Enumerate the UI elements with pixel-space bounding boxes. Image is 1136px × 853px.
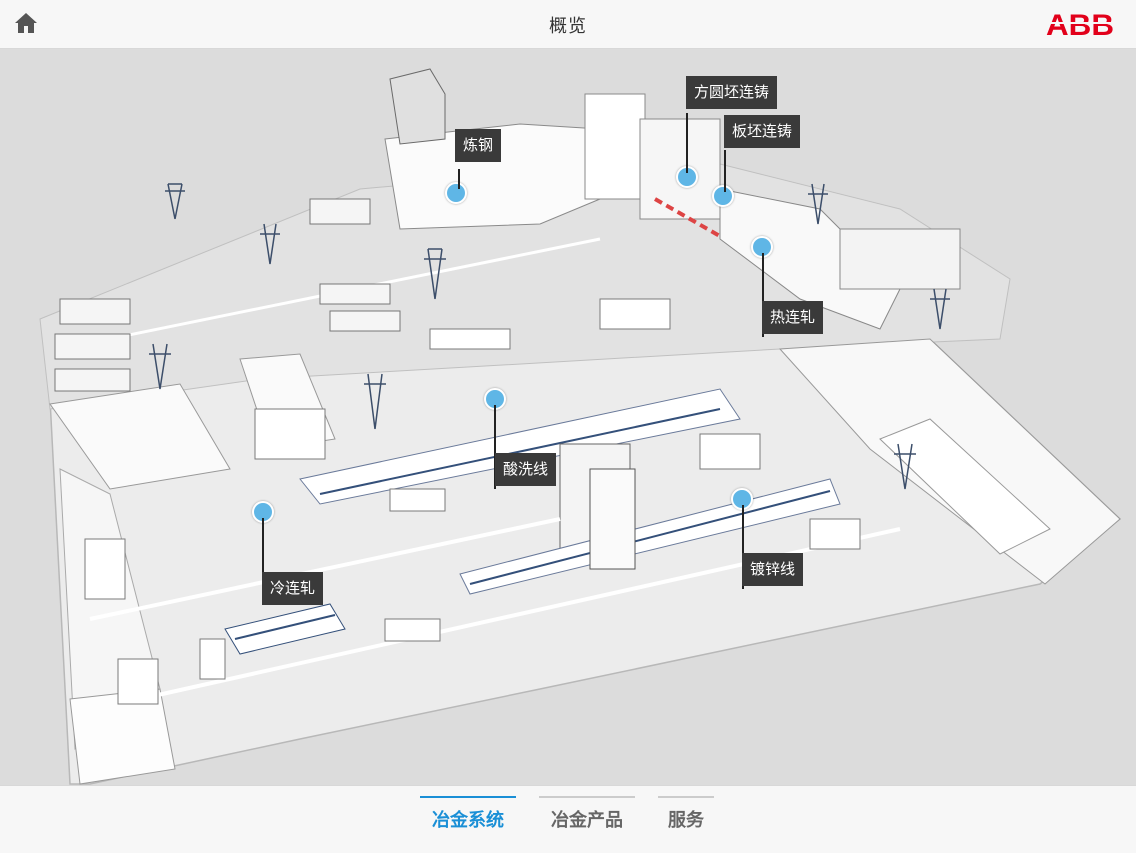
leader-hot-rolling (762, 253, 764, 337)
marker-slab-casting[interactable] (712, 185, 734, 207)
leader-slab-casting (724, 150, 726, 192)
label-billet-casting[interactable]: 方圆坯连铸 (686, 76, 778, 109)
home-icon[interactable] (14, 11, 38, 35)
bottom-tab-bar: 冶金系统 冶金产品 服务 (0, 785, 1136, 853)
leader-billet-casting (686, 113, 688, 173)
label-cold-rolling[interactable]: 冷连轧 (262, 572, 324, 605)
tab-metallurgy-systems[interactable]: 冶金系统 (420, 796, 516, 840)
label-pickling[interactable]: 酸洗线 (495, 453, 557, 486)
label-galvanizing[interactable]: 镀锌线 (742, 553, 804, 586)
leader-steelmaking (458, 169, 460, 189)
top-bar: 概览 ABB (0, 0, 1136, 49)
label-hot-rolling[interactable]: 热连轧 (762, 301, 824, 334)
page-title: 概览 (549, 16, 587, 37)
plant-overview-map: 炼钢 方圆坯连铸 板坯连铸 热连轧 酸洗线 镀锌线 冷连轧 (0, 49, 1136, 785)
leader-galvanizing (742, 505, 744, 589)
leader-pickling (494, 405, 496, 489)
leader-cold-rolling (262, 518, 264, 598)
label-slab-casting[interactable]: 板坯连铸 (724, 115, 801, 148)
tab-metallurgy-products[interactable]: 冶金产品 (539, 796, 635, 840)
tab-services[interactable]: 服务 (658, 796, 714, 840)
abb-logo: ABB (1046, 10, 1116, 38)
marker-steelmaking[interactable] (445, 182, 467, 204)
label-steelmaking[interactable]: 炼钢 (455, 129, 502, 162)
plant-illustration (39, 68, 1122, 785)
